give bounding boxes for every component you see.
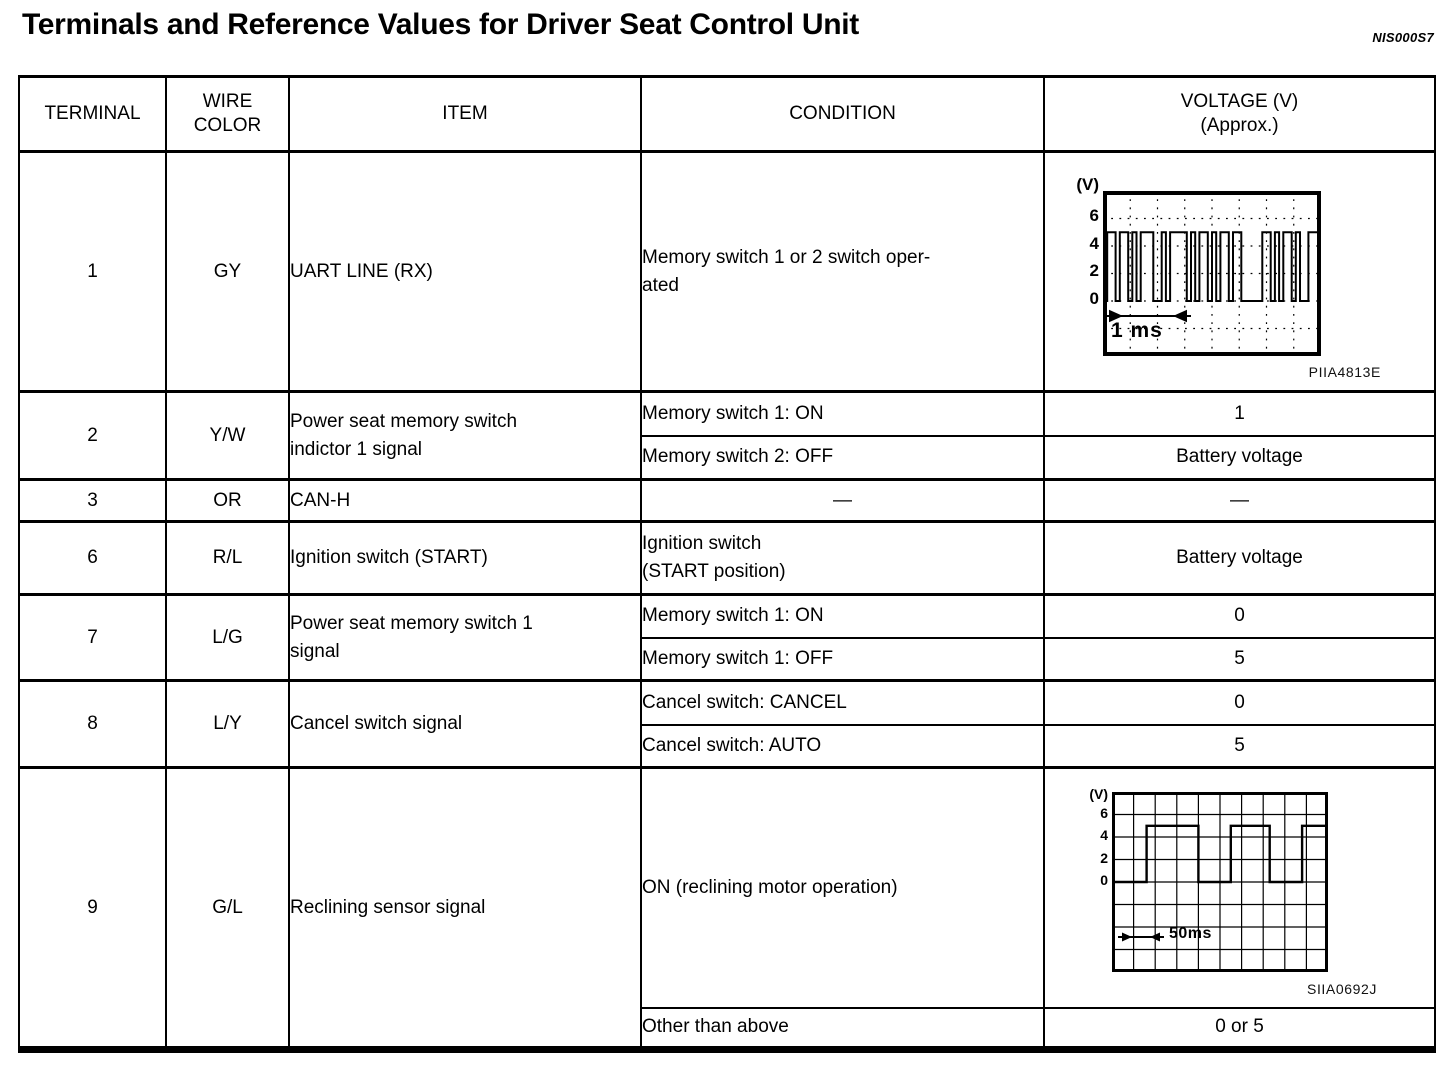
item-cell: UART LINE (RX) [288, 150, 642, 393]
y-tick: 0 [1100, 872, 1108, 888]
wire-color-cell: R/L [165, 520, 290, 596]
y-tick: 6 [1100, 805, 1108, 821]
voltage-cell: 5 [1043, 723, 1436, 769]
column-header-wire-color: WIRE COLOR [165, 75, 290, 153]
wire-color-cell: G/L [165, 766, 290, 1051]
voltage-waveform-cell: (V) 6 4 2 0 50ms SIIA0692J [1043, 766, 1436, 1009]
condition-cell: Cancel switch: AUTO [640, 723, 1045, 769]
column-header-condition: CONDITION [640, 75, 1045, 153]
y-tick: 6 [1089, 206, 1099, 225]
item-cell: CAN-H [288, 478, 642, 523]
time-scale-label: 1 ms [1111, 319, 1163, 342]
waveform-caption: SIIA0692J [1307, 981, 1377, 997]
column-header-item: ITEM [288, 75, 642, 153]
column-header-voltage: VOLTAGE (V) (Approx.) [1043, 75, 1436, 153]
y-tick: 4 [1100, 827, 1108, 843]
item-cell: Power seat memory switch 1 signal [288, 593, 642, 682]
y-tick: 2 [1089, 261, 1099, 280]
condition-cell: — [640, 478, 1045, 523]
item-cell: Cancel switch signal [288, 679, 642, 769]
voltage-cell: Battery voltage [1043, 520, 1436, 596]
terminals-reference-table: TERMINAL WIRE COLOR ITEM CONDITION VOLTA… [18, 75, 1436, 1053]
condition-cell: Cancel switch: CANCEL [640, 679, 1045, 726]
y-tick: 0 [1089, 289, 1099, 308]
waveform-caption: PIIA4813E [1308, 364, 1381, 380]
voltage-cell: — [1043, 478, 1436, 523]
terminal-cell: 9 [18, 766, 167, 1051]
uart-oscillogram: (V) 6 4 2 0 1 ms PIIA4813E [1045, 153, 1434, 390]
terminal-cell: 3 [18, 478, 167, 523]
terminal-cell: 8 [18, 679, 167, 769]
terminal-cell: 6 [18, 520, 167, 596]
page-title: Terminals and Reference Values for Drive… [22, 8, 859, 41]
voltage-cell: 5 [1043, 636, 1436, 682]
document-code: NIS000S7 [1372, 30, 1434, 45]
voltage-cell: 1 [1043, 390, 1436, 437]
oscilloscope-screen [1103, 191, 1321, 356]
terminal-cell: 7 [18, 593, 167, 682]
terminal-cell: 1 [18, 150, 167, 393]
condition-cell: Other than above [640, 1006, 1045, 1051]
condition-cell: Memory switch 2: OFF [640, 434, 1045, 481]
reclining-oscillogram: (V) 6 4 2 0 50ms SIIA0692J [1045, 769, 1434, 1007]
wire-color-cell: OR [165, 478, 290, 523]
condition-cell: Memory switch 1 or 2 switch oper- ated [640, 150, 1045, 393]
wire-color-cell: Y/W [165, 390, 290, 481]
column-header-terminal: TERMINAL [18, 75, 167, 153]
item-cell: Reclining sensor signal [288, 766, 642, 1051]
condition-cell: Memory switch 1: OFF [640, 636, 1045, 682]
condition-cell: Ignition switch (START position) [640, 520, 1045, 596]
wire-color-cell: L/G [165, 593, 290, 682]
y-tick: 4 [1089, 234, 1099, 253]
voltage-cell: 0 or 5 [1043, 1006, 1436, 1051]
item-cell: Power seat memory switch indictor 1 sign… [288, 390, 642, 481]
voltage-cell: Battery voltage [1043, 434, 1436, 481]
voltage-unit-label: (V) [1089, 786, 1108, 802]
wire-color-cell: L/Y [165, 679, 290, 769]
condition-cell: Memory switch 1: ON [640, 593, 1045, 639]
y-tick: 2 [1100, 850, 1108, 866]
terminal-cell: 2 [18, 390, 167, 481]
voltage-waveform-cell: (V) 6 4 2 0 1 ms PIIA4813E [1043, 150, 1436, 393]
voltage-cell: 0 [1043, 593, 1436, 639]
item-cell: Ignition switch (START) [288, 520, 642, 596]
voltage-unit-label: (V) [1076, 175, 1099, 194]
voltage-cell: 0 [1043, 679, 1436, 726]
time-scale-label: 50ms [1169, 925, 1212, 942]
oscilloscope-screen [1112, 792, 1328, 972]
condition-cell: ON (reclining motor operation) [640, 766, 1045, 1009]
wire-color-cell: GY [165, 150, 290, 393]
condition-cell: Memory switch 1: ON [640, 390, 1045, 437]
